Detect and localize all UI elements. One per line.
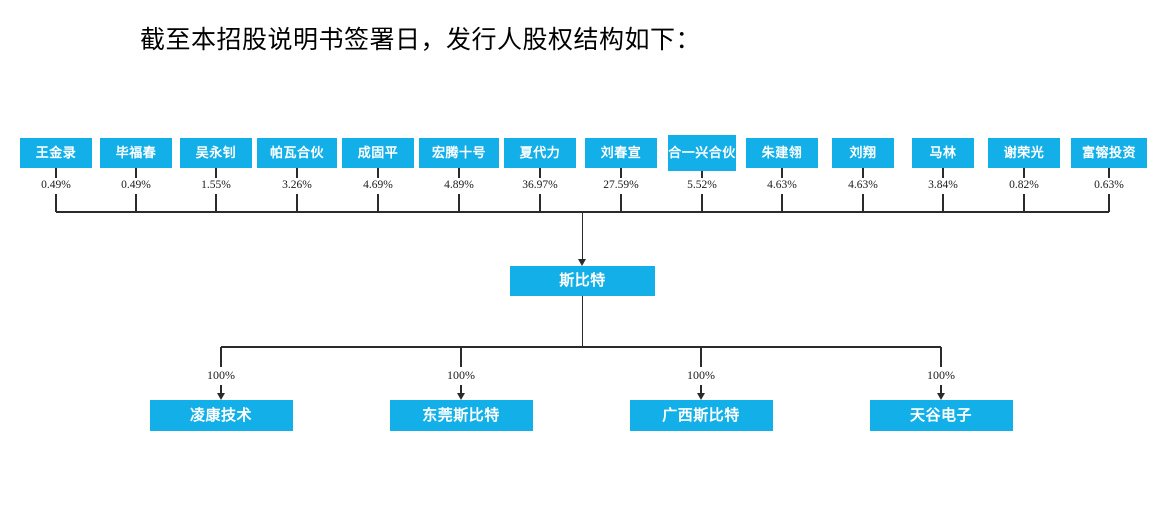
shareholder-stub-upper	[701, 171, 703, 178]
shareholder-stub-lower	[781, 194, 783, 212]
shareholder-node[interactable]: 马林	[912, 138, 974, 168]
shareholder-stub-upper	[135, 168, 137, 178]
shareholder-stub-lower	[135, 194, 137, 212]
shareholder-stub-lower	[862, 194, 864, 212]
page-title: 截至本招股说明书签署日，发行人股权结构如下：	[140, 27, 702, 54]
subsidiary-stub-upper	[220, 347, 222, 367]
shareholder-node[interactable]: 成固平	[342, 138, 414, 168]
subsidiary-arrow-icon	[216, 393, 225, 400]
shareholder-node[interactable]: 朱建翎	[746, 138, 818, 168]
shareholder-stub-upper	[781, 168, 783, 178]
shareholder-node[interactable]: 合一兴合伙	[668, 135, 736, 171]
shareholder-stub-upper	[55, 168, 57, 178]
shareholder-percent-label: 0.82%	[1009, 179, 1039, 191]
shareholder-stub-lower	[215, 194, 217, 212]
shareholder-stub-upper	[620, 168, 622, 178]
subsidiary-node[interactable]: 广西斯比特	[629, 400, 773, 431]
shareholder-stub-lower	[1108, 194, 1110, 212]
subsidiary-stub-lower	[460, 385, 462, 393]
shareholder-percent-label: 5.52%	[687, 179, 717, 191]
subsidiary-stub-upper	[460, 347, 462, 367]
shareholder-stub-lower	[942, 194, 944, 212]
shareholder-stub-upper	[458, 168, 460, 178]
shareholder-node[interactable]: 王金录	[20, 138, 92, 168]
shareholder-stub-upper	[539, 168, 541, 178]
shareholder-stub-lower	[701, 194, 703, 212]
subsidiary-node[interactable]: 天谷电子	[869, 400, 1013, 431]
shareholder-stub-upper	[377, 168, 379, 178]
shareholder-node[interactable]: 刘翔	[832, 138, 894, 168]
shareholder-stub-upper	[296, 168, 298, 178]
issuer-node[interactable]: 斯比特	[510, 266, 655, 296]
shareholder-percent-label: 4.89%	[444, 179, 474, 191]
lower-bus-line	[221, 346, 941, 348]
shareholder-stub-lower	[296, 194, 298, 212]
subsidiary-node[interactable]: 东莞斯比特	[389, 400, 533, 431]
subsidiary-stub-lower	[220, 385, 222, 393]
shareholder-percent-label: 4.63%	[767, 179, 797, 191]
subsidiary-stub-lower	[700, 385, 702, 393]
shareholder-percent-label: 36.97%	[522, 179, 558, 191]
subsidiary-arrow-icon	[456, 393, 465, 400]
shareholder-stub-lower	[620, 194, 622, 212]
subsidiary-percent-label: 100%	[687, 368, 715, 382]
shareholder-percent-label: 0.49%	[121, 179, 151, 191]
shareholder-percent-label: 4.69%	[363, 179, 393, 191]
subsidiary-percent-label: 100%	[207, 368, 235, 382]
upper-bus-line	[56, 211, 1109, 213]
subsidiary-percent-label: 100%	[927, 368, 955, 382]
shareholder-node[interactable]: 夏代力	[504, 138, 576, 168]
shareholder-percent-label: 0.49%	[41, 179, 71, 191]
shareholder-stub-lower	[377, 194, 379, 212]
shareholder-percent-label: 0.63%	[1094, 179, 1124, 191]
subsidiary-node[interactable]: 凌康技术	[149, 400, 293, 431]
shareholder-node[interactable]: 帕瓦合伙	[257, 138, 337, 168]
shareholder-stub-lower	[1023, 194, 1025, 212]
issuer-arrow-icon	[578, 259, 586, 266]
subsidiary-arrow-icon	[696, 393, 705, 400]
shareholder-node[interactable]: 刘春宣	[585, 138, 657, 168]
issuer-feed-line	[581, 212, 584, 259]
shareholder-stub-lower	[55, 194, 57, 212]
shareholder-stub-upper	[215, 168, 217, 178]
shareholder-node[interactable]: 宏腾十号	[419, 138, 499, 168]
shareholder-stub-upper	[862, 168, 864, 178]
shareholder-node[interactable]: 富镕投资	[1071, 138, 1147, 168]
shareholder-stub-lower	[539, 194, 541, 212]
subsidiary-stub-upper	[940, 347, 942, 367]
shareholder-node[interactable]: 谢荣光	[988, 138, 1060, 168]
shareholder-node[interactable]: 吴永钊	[180, 138, 252, 168]
subsidiary-stub-lower	[940, 385, 942, 393]
shareholder-percent-label: 4.63%	[848, 179, 878, 191]
shareholder-stub-upper	[942, 168, 944, 178]
shareholder-percent-label: 27.59%	[603, 179, 639, 191]
shareholder-stub-lower	[458, 194, 460, 212]
shareholder-stub-upper	[1023, 168, 1025, 178]
shareholder-percent-label: 3.26%	[282, 179, 312, 191]
shareholder-node[interactable]: 毕福春	[100, 138, 172, 168]
subsidiary-percent-label: 100%	[447, 368, 475, 382]
subsidiary-arrow-icon	[936, 393, 945, 400]
subsidiary-stub-upper	[700, 347, 702, 367]
shareholder-stub-upper	[1108, 168, 1110, 178]
shareholder-percent-label: 3.84%	[928, 179, 958, 191]
issuer-drop-line	[581, 296, 584, 347]
shareholder-percent-label: 1.55%	[201, 179, 231, 191]
